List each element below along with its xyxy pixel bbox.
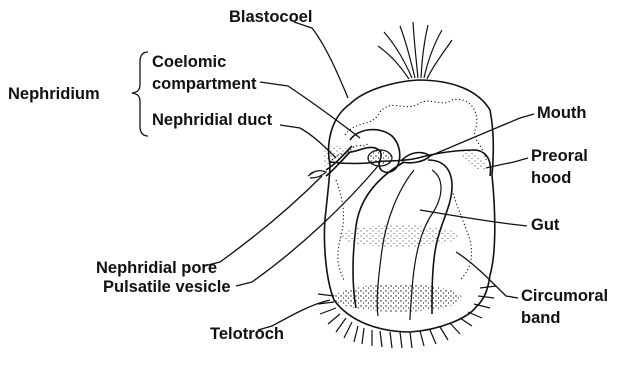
- label-nephridium: Nephridium: [8, 85, 100, 103]
- label-nephridial-duct: Nephridial duct: [152, 111, 273, 129]
- nephridial-pore-mark: [310, 171, 326, 178]
- leader-blastocoel: [294, 22, 348, 98]
- label-mouth: Mouth: [537, 104, 586, 122]
- label-coelomic-compartment-2: compartment: [152, 75, 257, 93]
- pulsatile-vesicle: [368, 150, 392, 166]
- label-circumoral-band-2: band: [521, 309, 560, 327]
- mouth-opening: [402, 153, 430, 163]
- label-telotroch: Telotroch: [210, 325, 284, 343]
- label-circumoral-band-1: Circumoral: [521, 287, 608, 305]
- circumoral-band-region: [334, 284, 462, 312]
- label-nephridial-pore: Nephridial pore: [96, 259, 217, 277]
- gut-stipple: [338, 225, 458, 247]
- label-preoral-hood-1: Preoral: [531, 147, 588, 165]
- leader-lines: [204, 22, 534, 330]
- label-preoral-hood-2: hood: [531, 169, 571, 187]
- leader-nephridial-pore: [204, 176, 322, 266]
- nephridium-brace: [132, 52, 148, 136]
- apical-tuft: [378, 22, 452, 79]
- label-pulsatile-vesicle: Pulsatile vesicle: [103, 278, 231, 296]
- label-coelomic-compartment-1: Coelomic: [152, 53, 226, 71]
- label-gut: Gut: [531, 216, 560, 234]
- leader-gut: [420, 210, 527, 226]
